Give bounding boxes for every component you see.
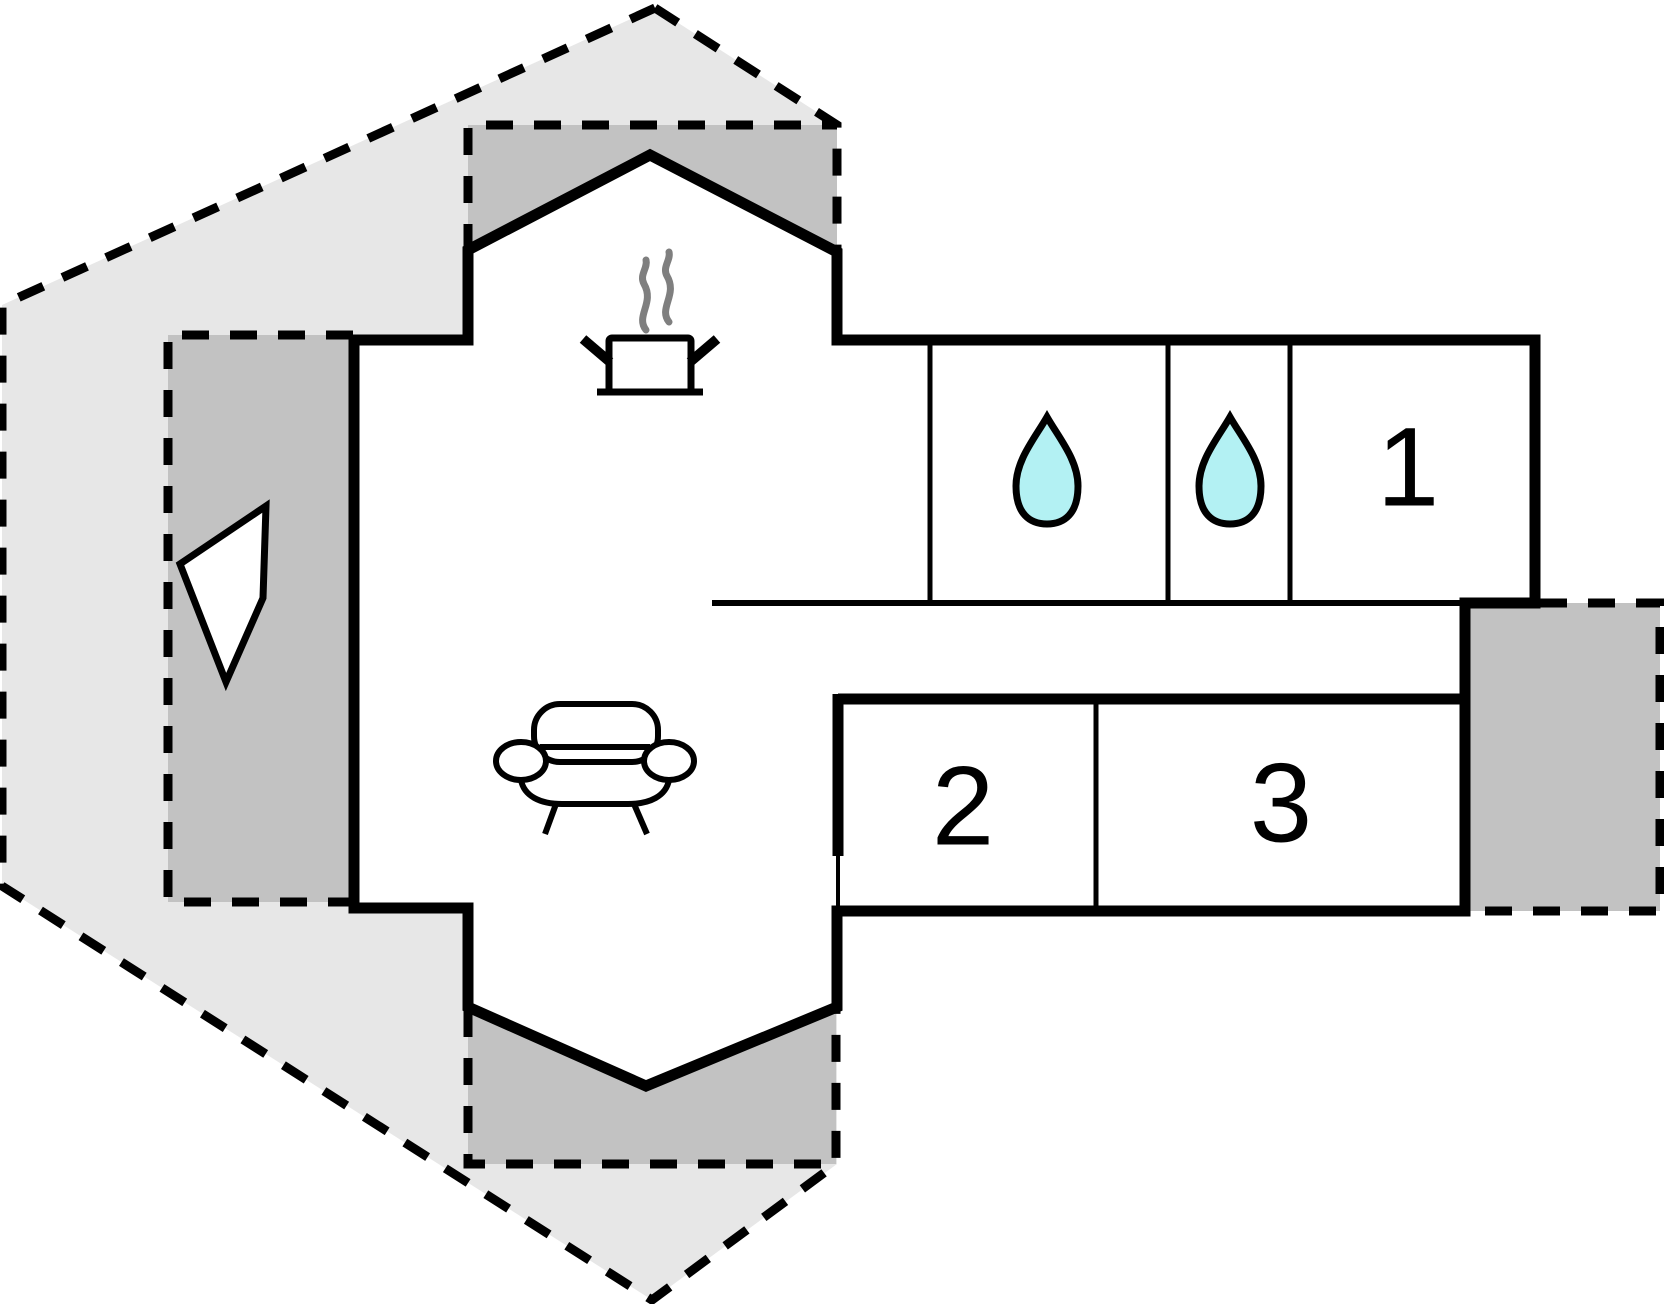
interior-walls <box>712 345 1462 908</box>
sofa-arm-left <box>493 739 549 783</box>
covered-right-boundary-dashed <box>1472 598 1664 916</box>
terrace-boundary-dashed <box>0 3 841 1304</box>
room-2-label: 2 <box>932 744 994 869</box>
pot-handle-left <box>579 335 614 366</box>
north-arrow-icon <box>175 499 270 692</box>
covered-bottom-boundary-dashed <box>463 1010 836 1169</box>
sofa-leg-right <box>631 802 650 836</box>
sofa-backrest <box>531 701 661 765</box>
sofa-leg-left <box>542 802 559 836</box>
steam-wave <box>638 256 651 334</box>
room-1-label: 1 <box>1377 405 1439 530</box>
bathroom-symbols <box>1012 409 1265 528</box>
water-drop-icon <box>1195 409 1265 528</box>
room-3-label: 3 <box>1250 741 1312 866</box>
sofa-seat <box>518 779 672 807</box>
house-outline <box>348 148 1541 1092</box>
pot-icon <box>579 334 721 396</box>
pot-handle-right <box>686 335 721 366</box>
steam-icon <box>638 248 674 334</box>
water-drop-icon <box>1012 409 1082 528</box>
steam-wave <box>661 248 674 326</box>
covered-area-right <box>1470 603 1660 911</box>
sofa-icon <box>493 701 697 836</box>
sofa-arm-right <box>641 739 697 783</box>
covered-area-left <box>168 335 354 902</box>
covered-area-top <box>468 125 837 251</box>
dashed-boundaries <box>0 3 1664 1304</box>
pot-body <box>605 334 695 396</box>
